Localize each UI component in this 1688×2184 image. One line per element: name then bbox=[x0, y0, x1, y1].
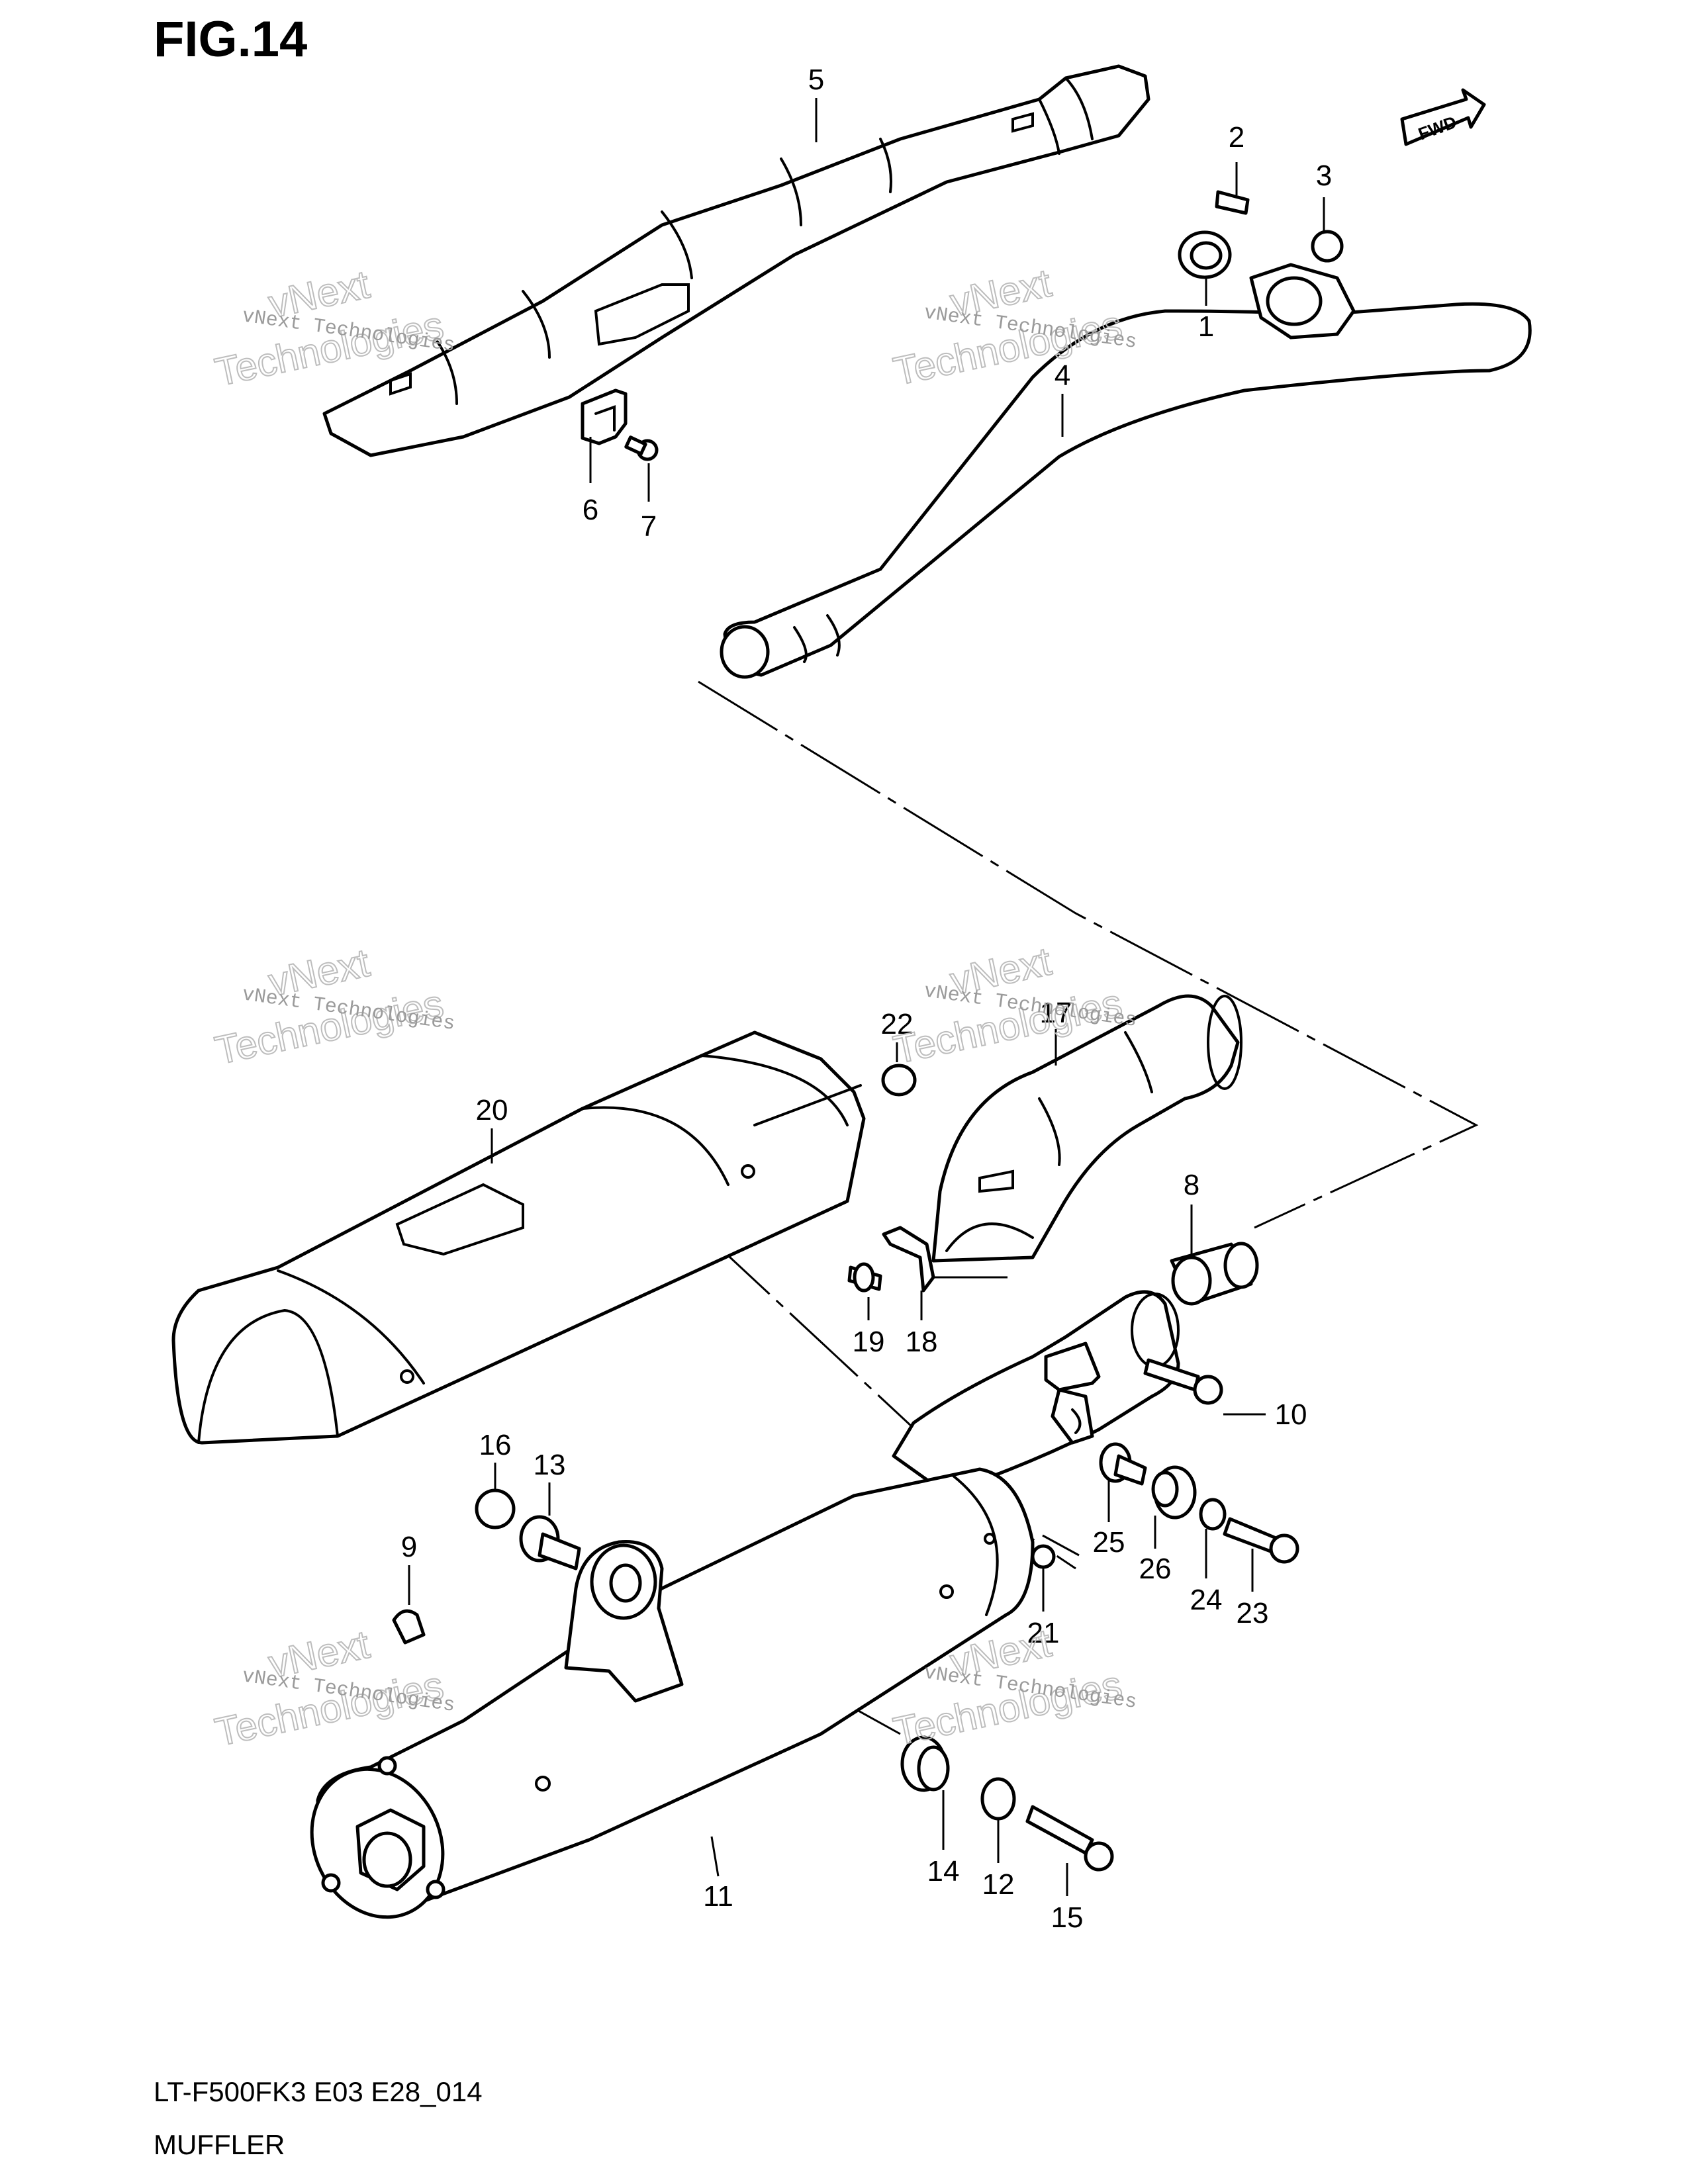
fwd-arrow-icon: FWD bbox=[1400, 88, 1486, 146]
cap-9 bbox=[392, 1609, 426, 1645]
callout-19: 19 bbox=[853, 1326, 885, 1358]
callout-26: 26 bbox=[1139, 1553, 1172, 1585]
section-name: MUFFLER bbox=[154, 2129, 285, 2160]
joint-cover bbox=[931, 994, 1243, 1263]
callout-6: 6 bbox=[583, 494, 598, 526]
muffler-nut-21 bbox=[1031, 1544, 1056, 1569]
callout-22: 22 bbox=[881, 1008, 914, 1040]
callout-25: 25 bbox=[1093, 1526, 1125, 1559]
mount-collar-13 bbox=[519, 1515, 581, 1570]
exhaust-flange bbox=[1249, 263, 1356, 340]
callout-13: 13 bbox=[534, 1449, 566, 1481]
leader-lines bbox=[408, 98, 1325, 1896]
rubber-14 bbox=[900, 1735, 950, 1792]
washer-12 bbox=[980, 1777, 1016, 1821]
mount-nut-16 bbox=[475, 1488, 516, 1529]
exhaust-pipe-cover bbox=[322, 64, 1150, 457]
callout-21: 21 bbox=[1027, 1617, 1060, 1649]
bracket-bolt bbox=[847, 1262, 882, 1293]
bolt-15 bbox=[1025, 1805, 1114, 1872]
callout-17: 17 bbox=[1040, 997, 1072, 1029]
callout-3: 3 bbox=[1316, 159, 1332, 192]
callout-9: 9 bbox=[401, 1531, 417, 1563]
callout-8: 8 bbox=[1184, 1169, 1199, 1201]
cover-nut-22 bbox=[881, 1064, 917, 1097]
callout-11: 11 bbox=[703, 1880, 733, 1913]
callout-labels: 1 2 3 4 5 6 7 8 9 10 11 12 13 14 15 16 1… bbox=[401, 64, 1332, 1934]
bolt-23 bbox=[1223, 1517, 1299, 1564]
joint-bolt-10 bbox=[1143, 1358, 1223, 1405]
watermark-mid-left: Technologies vNext vNext Technologies bbox=[211, 940, 456, 1073]
muffler-gasket bbox=[1170, 1242, 1259, 1306]
joint-pipe bbox=[892, 1290, 1180, 1491]
figure-title: FIG.14 bbox=[154, 11, 307, 68]
exhaust-gasket bbox=[1178, 230, 1232, 279]
rubber-26 bbox=[1151, 1465, 1197, 1520]
callout-20: 20 bbox=[476, 1094, 508, 1126]
callout-24: 24 bbox=[1190, 1584, 1223, 1616]
callout-16: 16 bbox=[479, 1429, 512, 1461]
exhaust-stud bbox=[1215, 190, 1250, 215]
cover-bracket bbox=[882, 1226, 935, 1293]
callout-4: 4 bbox=[1055, 359, 1070, 392]
callout-15: 15 bbox=[1051, 1901, 1084, 1934]
washer-24 bbox=[1199, 1498, 1227, 1531]
muffler-mount bbox=[564, 1540, 684, 1703]
clamp-bolt bbox=[624, 435, 659, 461]
callout-12: 12 bbox=[982, 1868, 1015, 1901]
callout-14: 14 bbox=[927, 1855, 960, 1888]
exhaust-nut bbox=[1311, 230, 1344, 263]
collar-25 bbox=[1099, 1442, 1147, 1486]
watermark-low-left: Technologies vNext vNext Technologies bbox=[211, 1621, 456, 1755]
callout-2: 2 bbox=[1229, 121, 1244, 154]
callout-5: 5 bbox=[808, 64, 824, 96]
callout-23: 23 bbox=[1237, 1597, 1269, 1629]
callout-1: 1 bbox=[1198, 310, 1214, 343]
pipe-clamp bbox=[581, 388, 628, 445]
callout-7: 7 bbox=[641, 510, 657, 543]
model-code: LT-F500FK3 E03 E28_014 bbox=[154, 2076, 483, 2107]
callout-18: 18 bbox=[906, 1326, 938, 1358]
callout-10: 10 bbox=[1275, 1398, 1307, 1431]
muffler-cover bbox=[171, 1030, 866, 1445]
exhaust-pipe bbox=[720, 302, 1532, 679]
